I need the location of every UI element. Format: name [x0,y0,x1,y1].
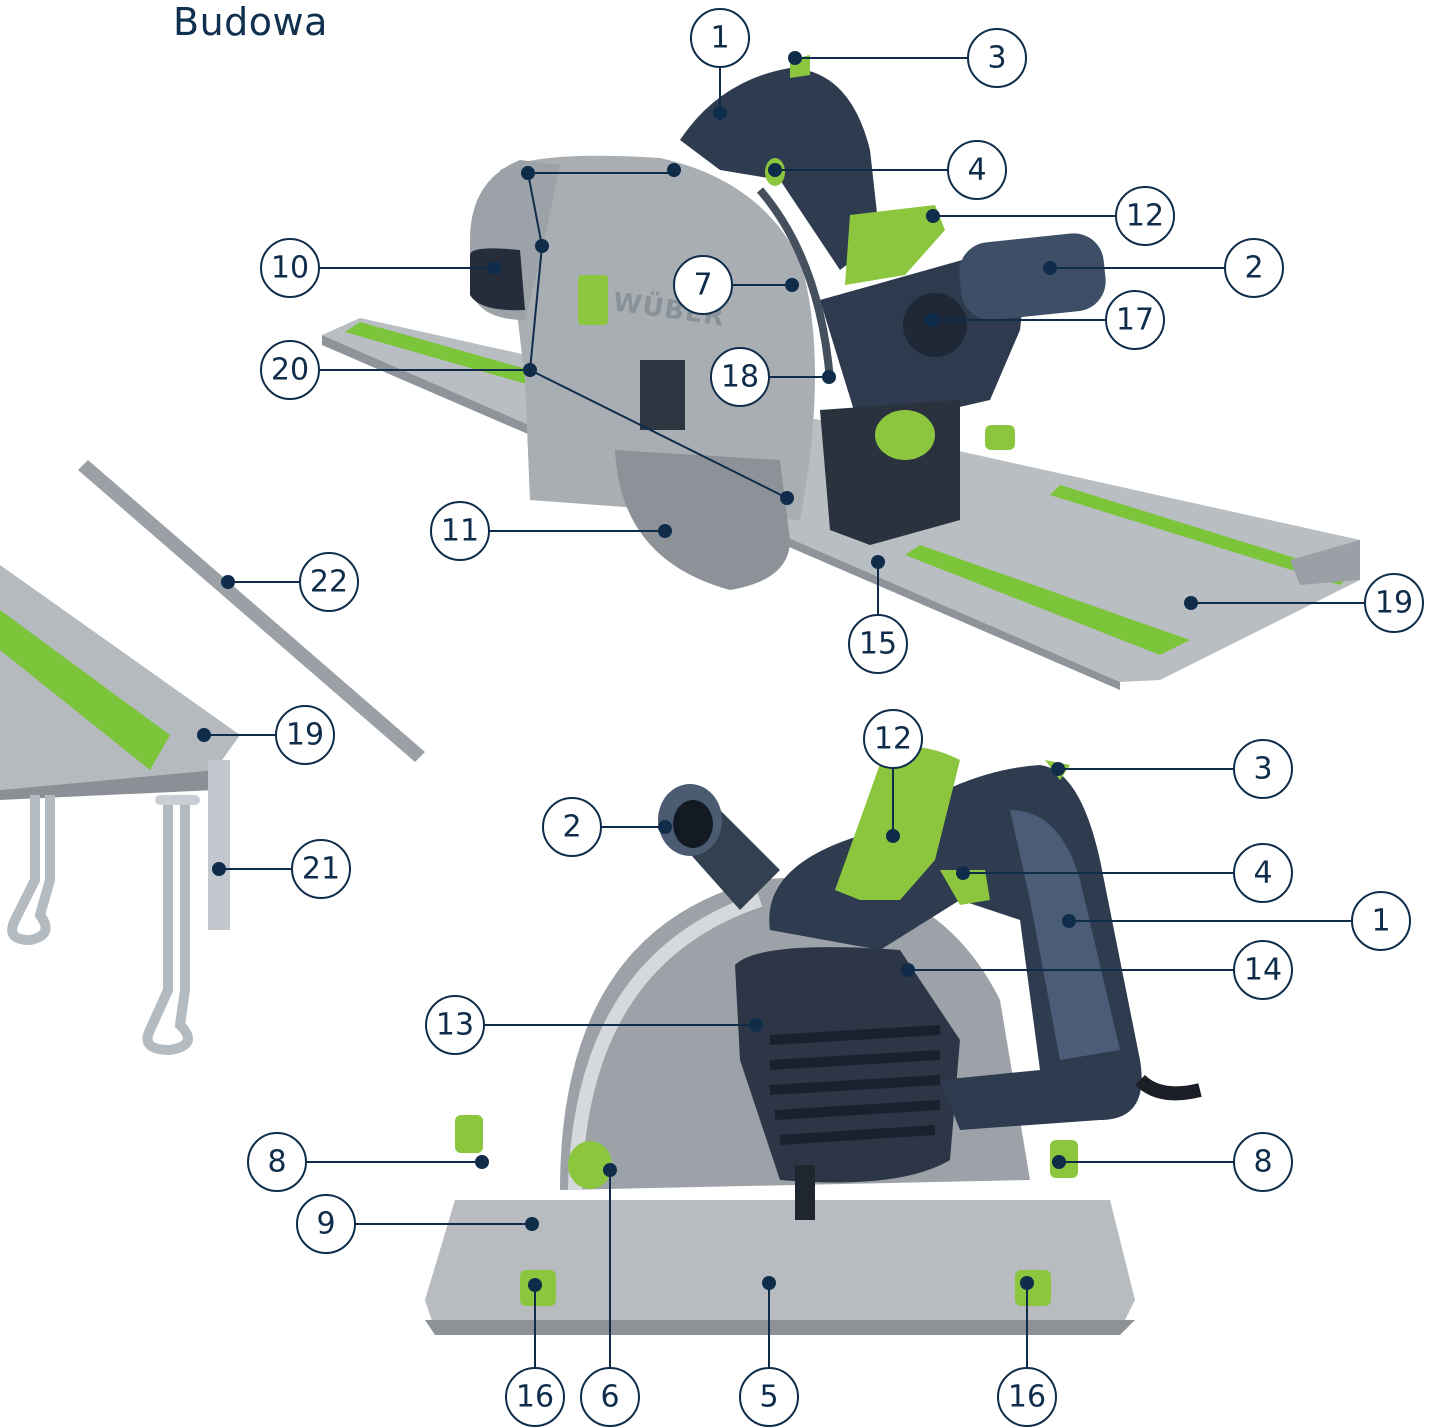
leader-lines [204,57,1365,1368]
callout-label: 13 [436,1008,474,1043]
callout-6: 6 [580,1367,640,1427]
callout-22: 22 [299,552,359,612]
leader-dots [197,51,1198,1292]
callout-label: 11 [441,514,479,549]
callout-label: 2 [562,810,581,845]
callout-label: 19 [1375,586,1413,621]
callout-label: 21 [302,852,340,887]
callout-20: 20 [260,340,320,400]
callout-label: 15 [859,627,897,662]
callout-11: 11 [430,501,490,561]
page-title: Budowa [173,0,328,44]
callout-label: 1 [1371,904,1390,939]
callout-label: 16 [1008,1380,1046,1415]
callout-8: 8 [1233,1132,1293,1192]
callout-3: 3 [967,28,1027,88]
callout-9: 9 [296,1194,356,1254]
callout-18: 18 [710,347,770,407]
clamps [7,760,230,1056]
callout-19: 19 [1364,573,1424,633]
callout-10: 10 [260,238,320,298]
callout-label: 12 [1126,199,1164,234]
callout-label: 17 [1116,303,1154,338]
saw-body-bottom [425,746,1202,1335]
callout-12: 12 [863,709,923,769]
callout-15: 15 [848,614,908,674]
callout-13: 13 [425,995,485,1055]
callout-label: 20 [271,353,309,388]
callout-16: 16 [505,1367,565,1427]
connector-bar [78,460,425,762]
callout-label: 9 [316,1207,335,1242]
callout-4: 4 [947,140,1007,200]
callout-label: 4 [967,153,986,188]
callout-16: 16 [997,1367,1057,1427]
callout-label: 8 [267,1145,286,1180]
callout-label: 8 [1253,1145,1272,1180]
callout-1: 1 [690,8,750,68]
callout-2: 2 [542,797,602,857]
callout-label: 16 [516,1380,554,1415]
callout-label: 2 [1244,251,1263,286]
callout-label: 3 [1253,752,1272,787]
callout-14: 14 [1233,940,1293,1000]
callout-3: 3 [1233,739,1293,799]
callout-label: 10 [271,251,309,286]
callout-label: 18 [721,360,759,395]
callout-5: 5 [739,1367,799,1427]
callout-label: 19 [286,718,324,753]
rail-end-view [0,565,240,800]
callout-label: 22 [310,565,348,600]
callouts: 1 3 4 12 2 17 10 7 20 18 11 15 19 22 19 … [247,8,1424,1427]
callout-17: 17 [1105,290,1165,350]
callout-19: 19 [275,705,335,765]
callout-label: 12 [874,722,912,757]
callout-label: 4 [1253,856,1272,891]
callout-12: 12 [1115,186,1175,246]
callout-1: 1 [1351,891,1411,951]
callout-label: 5 [759,1380,778,1415]
callout-label: 14 [1244,953,1282,988]
callout-8: 8 [247,1132,307,1192]
callout-21: 21 [291,839,351,899]
callout-2: 2 [1224,238,1284,298]
saw-body-top [470,55,1106,590]
callout-label: 7 [693,268,712,303]
callout-label: 1 [710,21,729,56]
callout-label: 6 [600,1380,619,1415]
callout-7: 7 [673,255,733,315]
callout-label: 3 [987,41,1006,76]
callout-4: 4 [1233,843,1293,903]
